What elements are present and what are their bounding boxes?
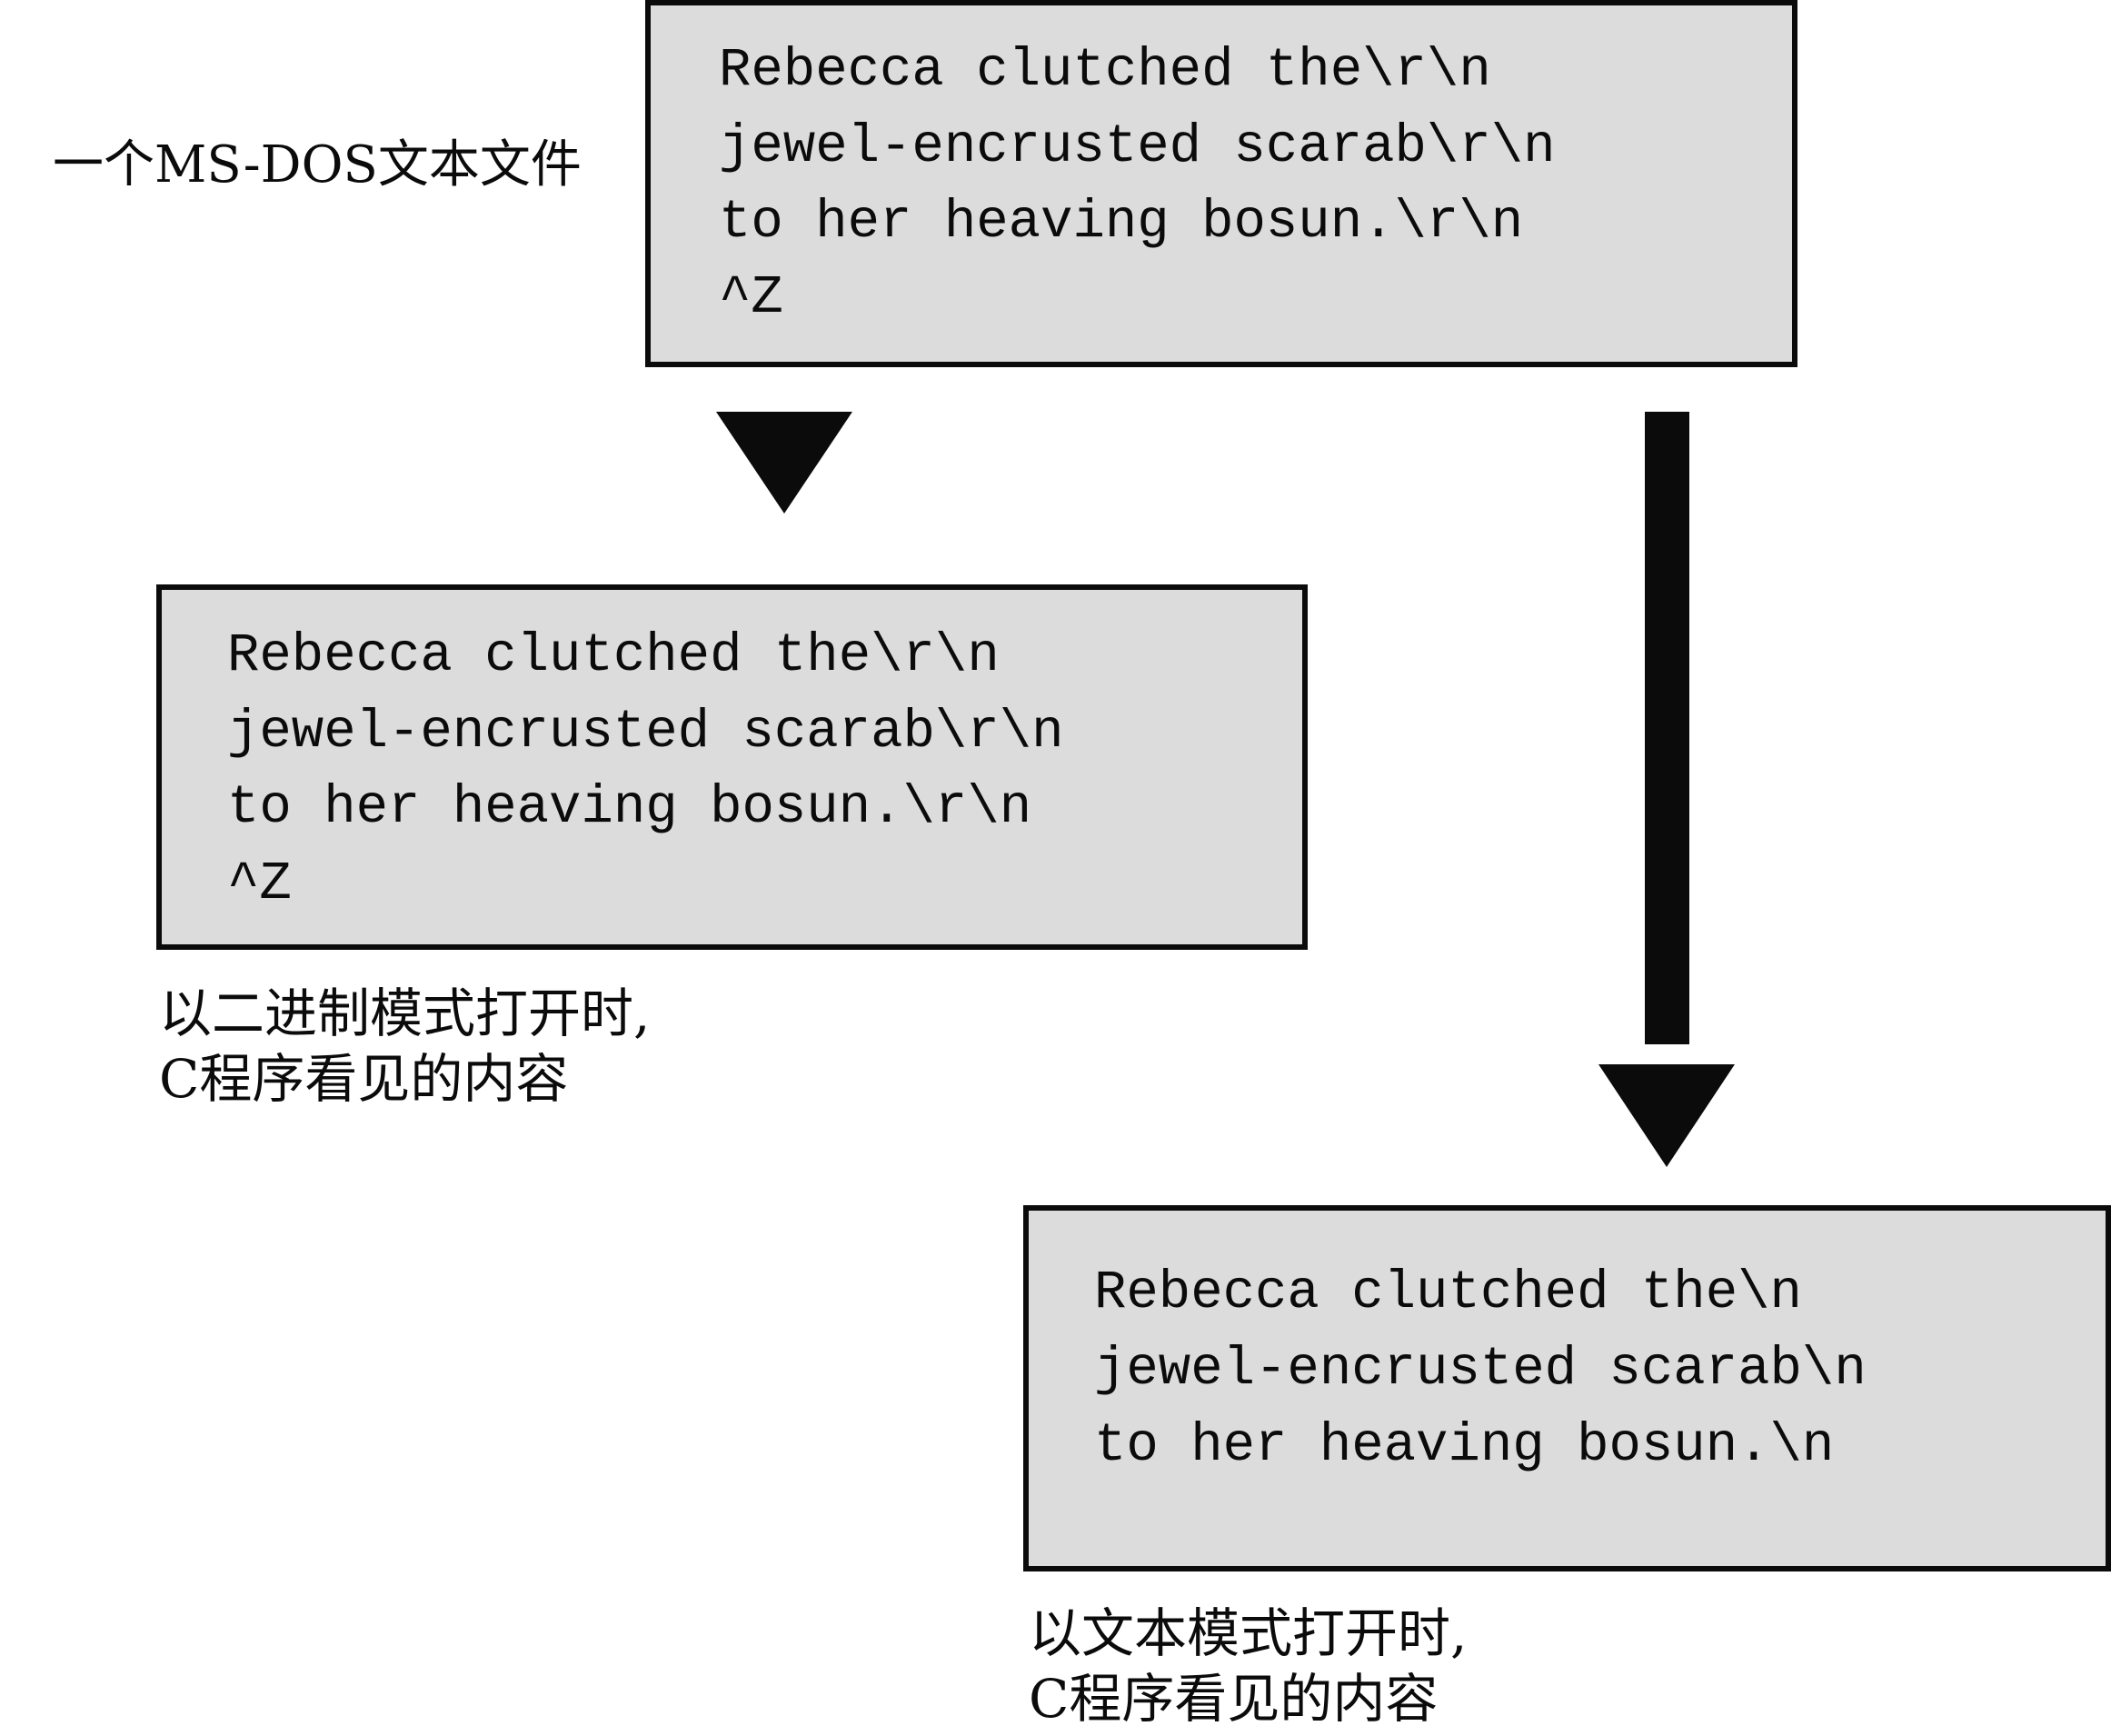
text-mode-caption-line-2: C程序看见的内容: [1029, 1668, 1439, 1730]
text-line-3: to her heaving bosun.\n: [1094, 1415, 1835, 1476]
binary-mode-caption-line-2: C程序看见的内容: [159, 1048, 569, 1110]
source-file-label: 一个MS-DOS文本文件: [53, 135, 582, 195]
binary-line-4: ^Z: [227, 853, 292, 914]
arrow-shaft-to-text: [1645, 412, 1689, 1044]
source-line-2: jewel-encrusted scarab\r\n: [719, 116, 1556, 177]
binary-line-2: jewel-encrusted scarab\r\n: [227, 702, 1064, 763]
text-mode-box: Rebecca clutched the\n jewel-encrusted s…: [1023, 1205, 2111, 1571]
arrow-head-to-text: [1598, 1064, 1735, 1167]
binary-mode-box: Rebecca clutched the\r\n jewel-encrusted…: [156, 584, 1308, 950]
source-line-1: Rebecca clutched the\r\n: [719, 40, 1491, 101]
binary-line-1: Rebecca clutched the\r\n: [227, 625, 1000, 686]
source-file-box: Rebecca clutched the\r\n jewel-encrusted…: [645, 0, 1797, 367]
source-line-3: to her heaving bosun.\r\n: [719, 192, 1524, 253]
text-line-1: Rebecca clutched the\n: [1094, 1262, 1802, 1323]
source-line-4: ^Z: [719, 267, 783, 328]
binary-mode-caption-line-1: 以二进制模式打开时,: [159, 983, 651, 1044]
text-mode-caption-line-1: 以文本模式打开时,: [1029, 1602, 1468, 1664]
binary-line-3: to her heaving bosun.\r\n: [227, 777, 1032, 838]
text-line-2: jewel-encrusted scarab\n: [1094, 1339, 1867, 1400]
arrow-down-to-binary: [716, 412, 852, 514]
